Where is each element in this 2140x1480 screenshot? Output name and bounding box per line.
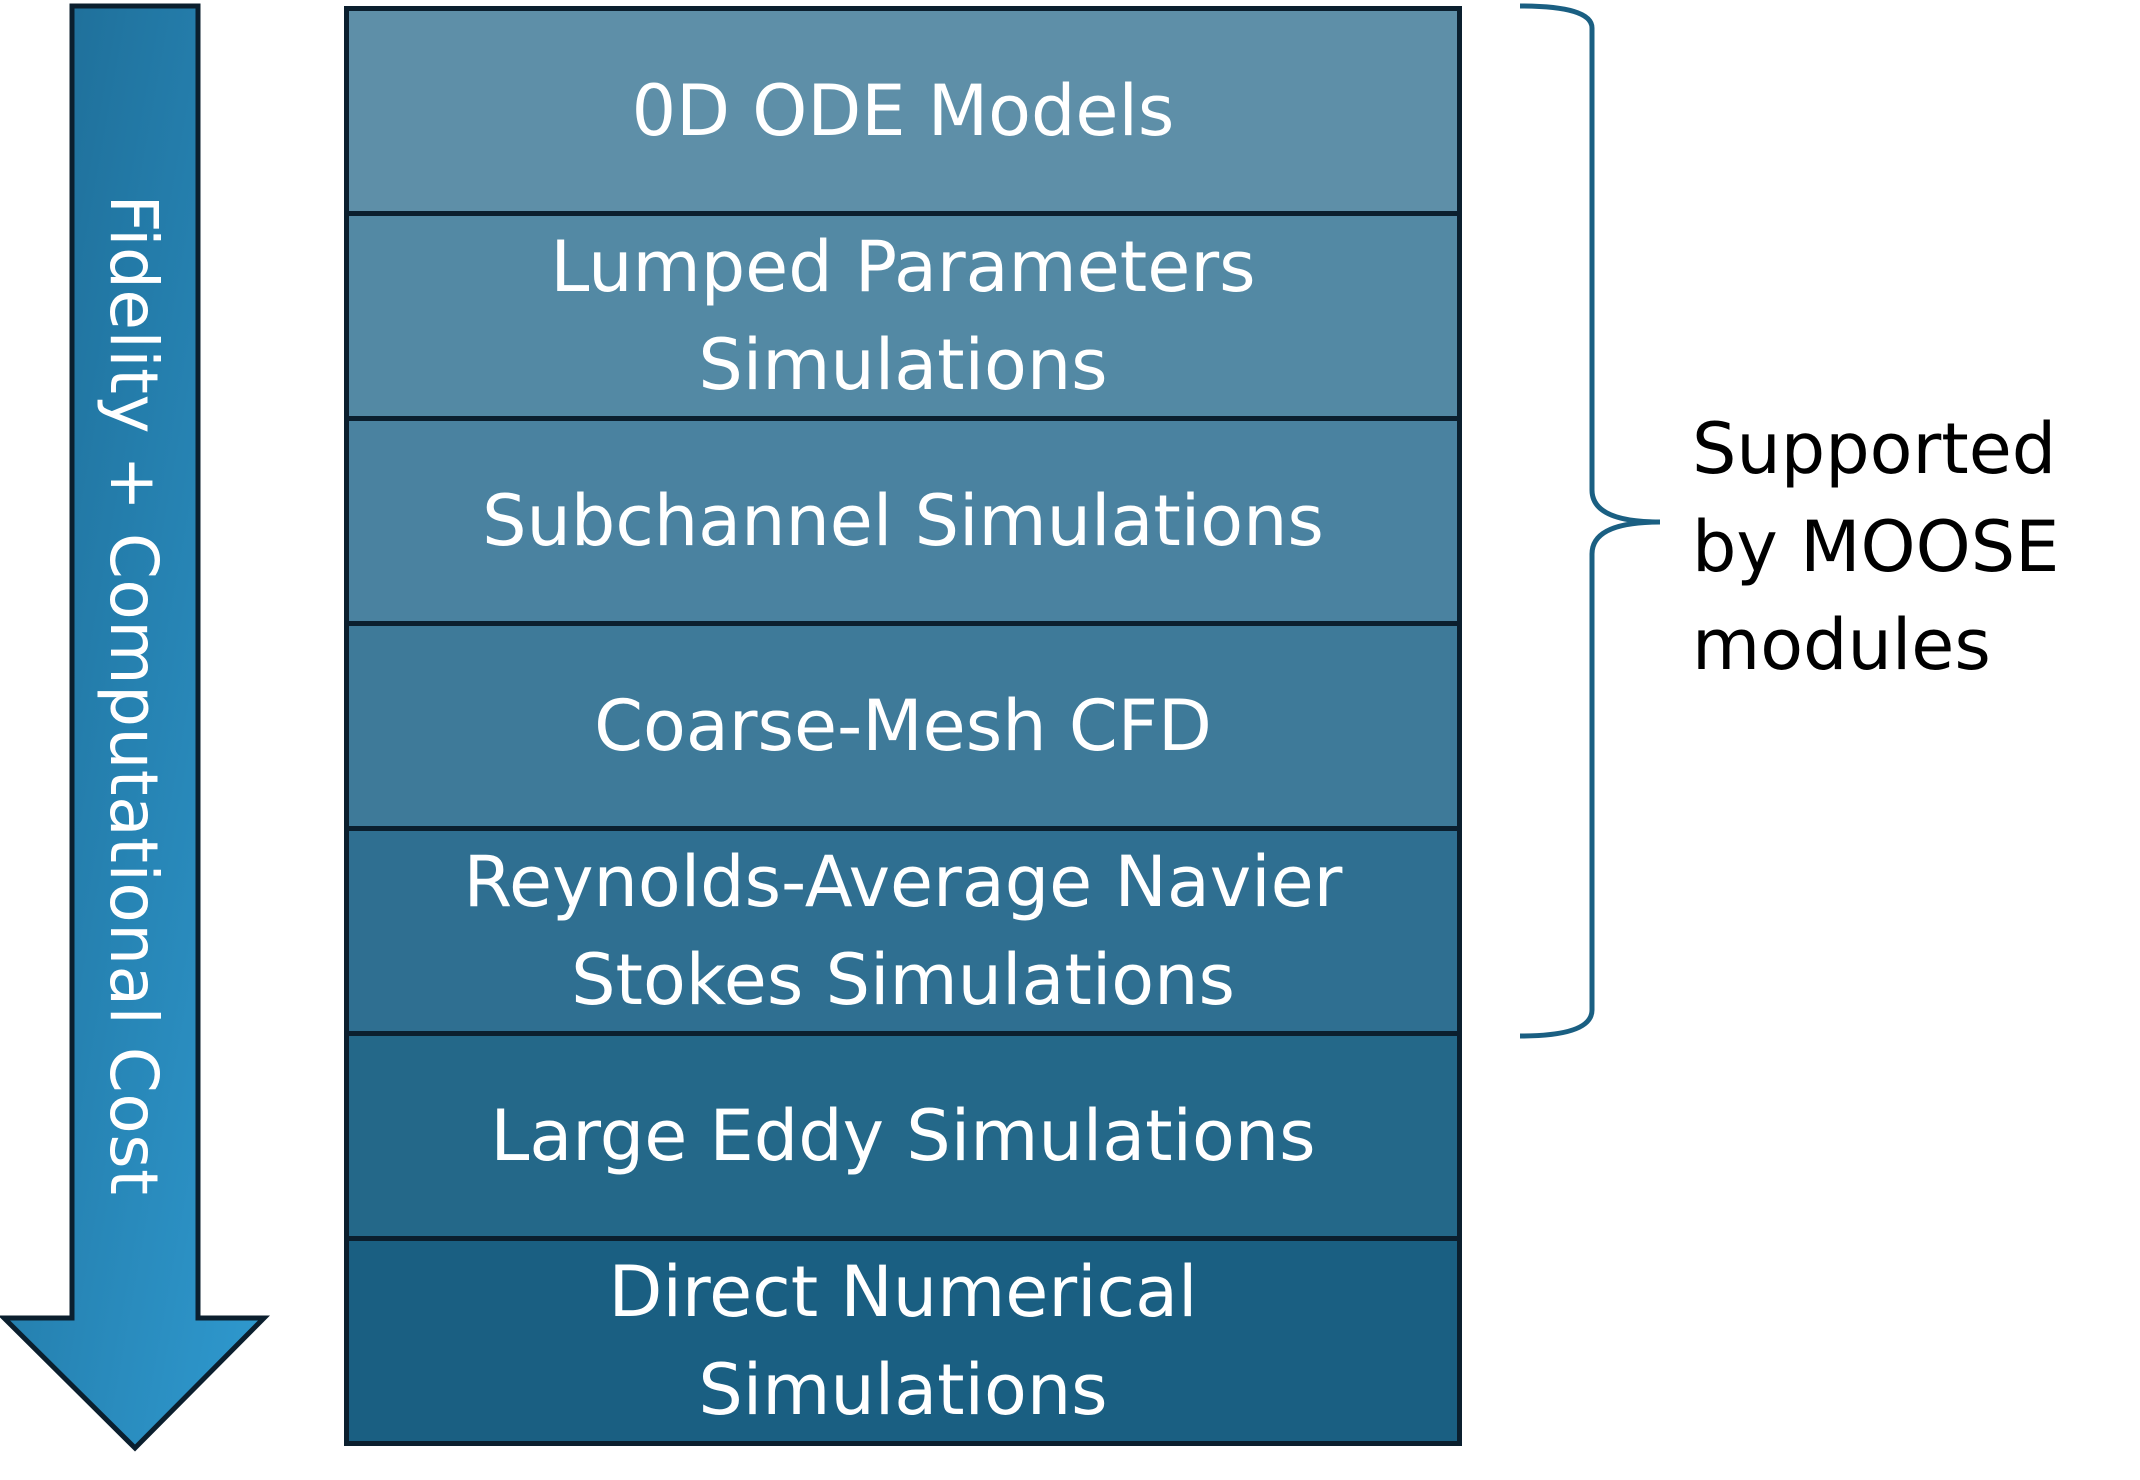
bracket-shape (1519, 3, 1661, 1039)
level-4: Coarse-Mesh CFD (349, 626, 1457, 831)
level-5: Reynolds-Average Navier Stokes Simulatio… (349, 831, 1457, 1036)
level-6: Large Eddy Simulations (349, 1036, 1457, 1241)
level-2: Lumped Parameters Simulations (349, 216, 1457, 421)
arrow-shape (0, 3, 271, 1452)
level-7: Direct Numerical Simulations (349, 1241, 1457, 1441)
moose-support-label: Supported by MOOSE modules (1692, 408, 2060, 686)
level-3: Subchannel Simulations (349, 421, 1457, 626)
level-1: 0D ODE Models (349, 11, 1457, 216)
fidelity-arrow (0, 3, 271, 1452)
